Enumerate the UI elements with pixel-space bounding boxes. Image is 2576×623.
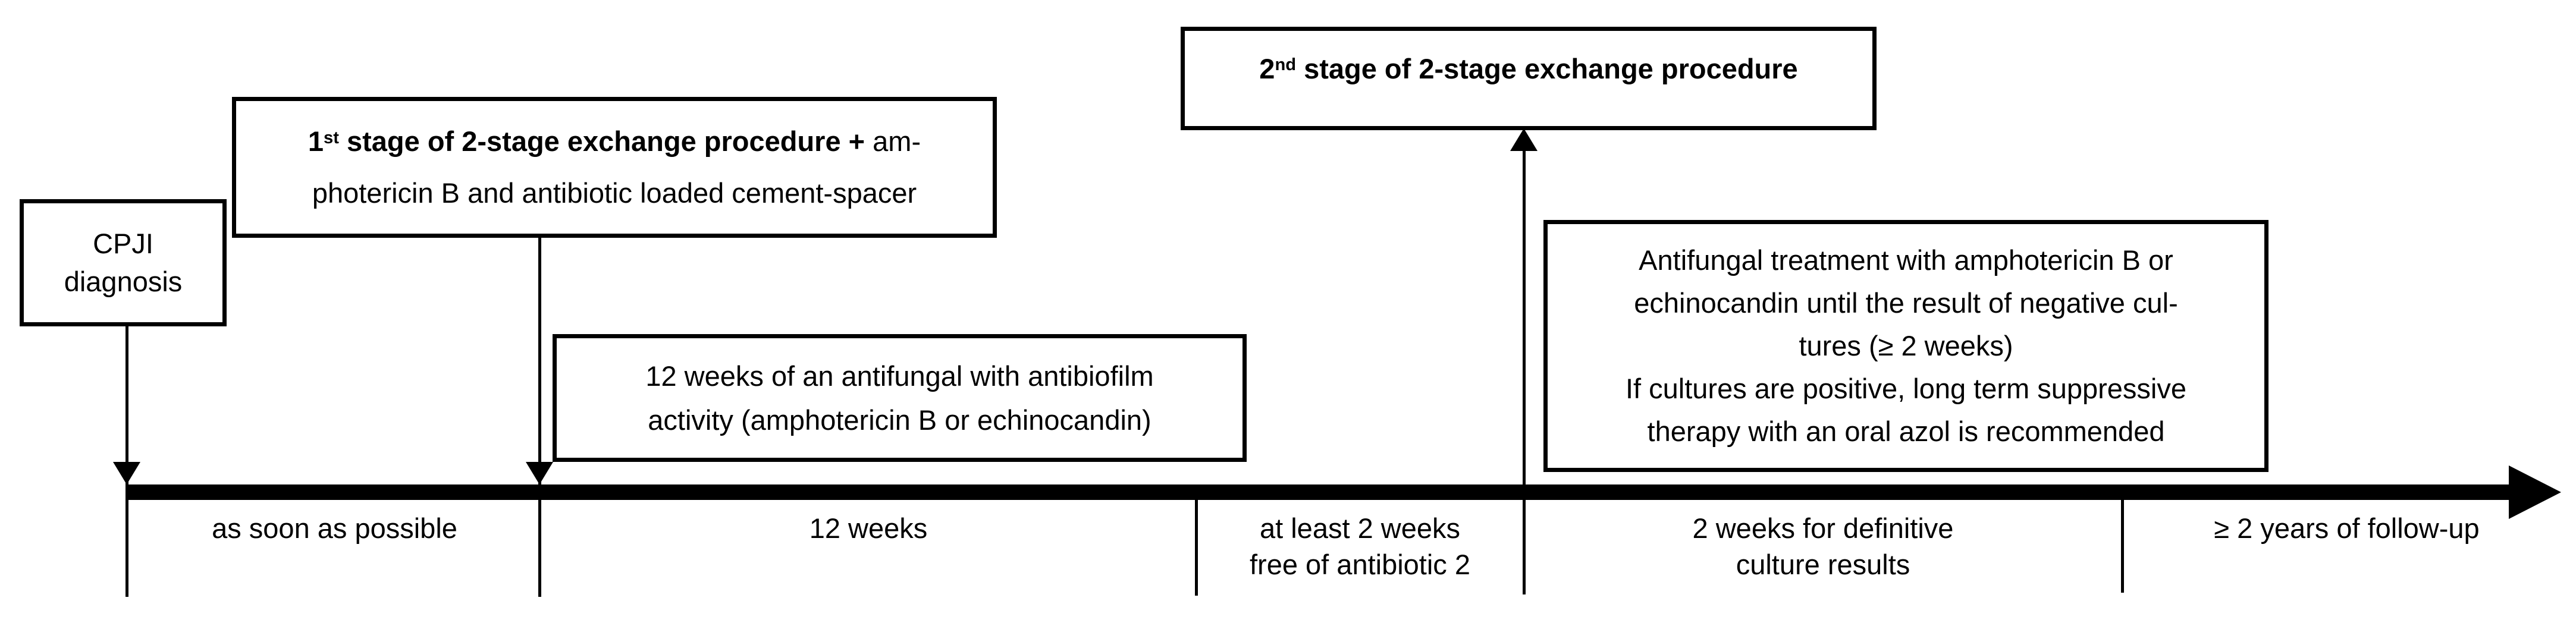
- cpji-connector-line: [125, 326, 128, 597]
- arrowhead-down-icon: [113, 462, 140, 484]
- segment-label-12-weeks: 12 weeks: [809, 512, 928, 544]
- stage1-connector-line: [538, 237, 541, 597]
- segment-label-follow-up: ≥ 2 years of follow-up: [2214, 512, 2480, 544]
- segment-divider-tick: [1195, 500, 1198, 596]
- stage1-exchange-box: 1st stage of 2-stage exchange procedure …: [232, 97, 997, 238]
- cpji-diagnosis-text: CPJI diagnosis: [64, 228, 183, 297]
- stage1-line1: 1st stage of 2-stage exchange procedure …: [308, 118, 921, 169]
- ordinal-superscript: st: [324, 128, 339, 147]
- stage1-normal-tail: am-: [865, 125, 921, 157]
- arrowhead-right-icon: [2509, 465, 2561, 519]
- stage2-connector-line: [1523, 137, 1526, 594]
- segment-label-culture-results: 2 weeks for definitive culture results: [1692, 512, 1954, 580]
- stage2-line1: 2nd stage of 2-stage exchange procedure: [1259, 52, 1798, 84]
- stage1-bold-text: 1st stage of 2-stage exchange procedure …: [308, 125, 865, 157]
- stage1-line2: photericin B and antibiotic loaded cemen…: [312, 177, 917, 209]
- timeline-bar: [128, 484, 2514, 500]
- antifungal-treatment-box: Antifungal treatment with amphotericin B…: [1543, 220, 2268, 472]
- arrowhead-down-icon: [526, 462, 553, 484]
- antifungal-antibiofilm-text: 12 weeks of an antifungal with antibiofi…: [645, 360, 1154, 436]
- arrowhead-up-icon: [1510, 128, 1538, 151]
- cpji-diagnosis-box: CPJI diagnosis: [20, 199, 227, 326]
- antifungal-treatment-text: Antifungal treatment with amphotericin B…: [1625, 244, 2187, 447]
- segment-divider-tick: [2121, 500, 2124, 593]
- segment-label-as-soon-as-possible: as soon as possible: [212, 512, 457, 544]
- antifungal-antibiofilm-box: 12 weeks of an antifungal with antibiofi…: [553, 334, 1247, 462]
- segment-label-antibiotic-free: at least 2 weeks free of antibiotic 2: [1250, 512, 1470, 580]
- stage2-exchange-box: 2nd stage of 2-stage exchange procedure: [1181, 27, 1877, 130]
- ordinal-superscript: nd: [1275, 55, 1297, 75]
